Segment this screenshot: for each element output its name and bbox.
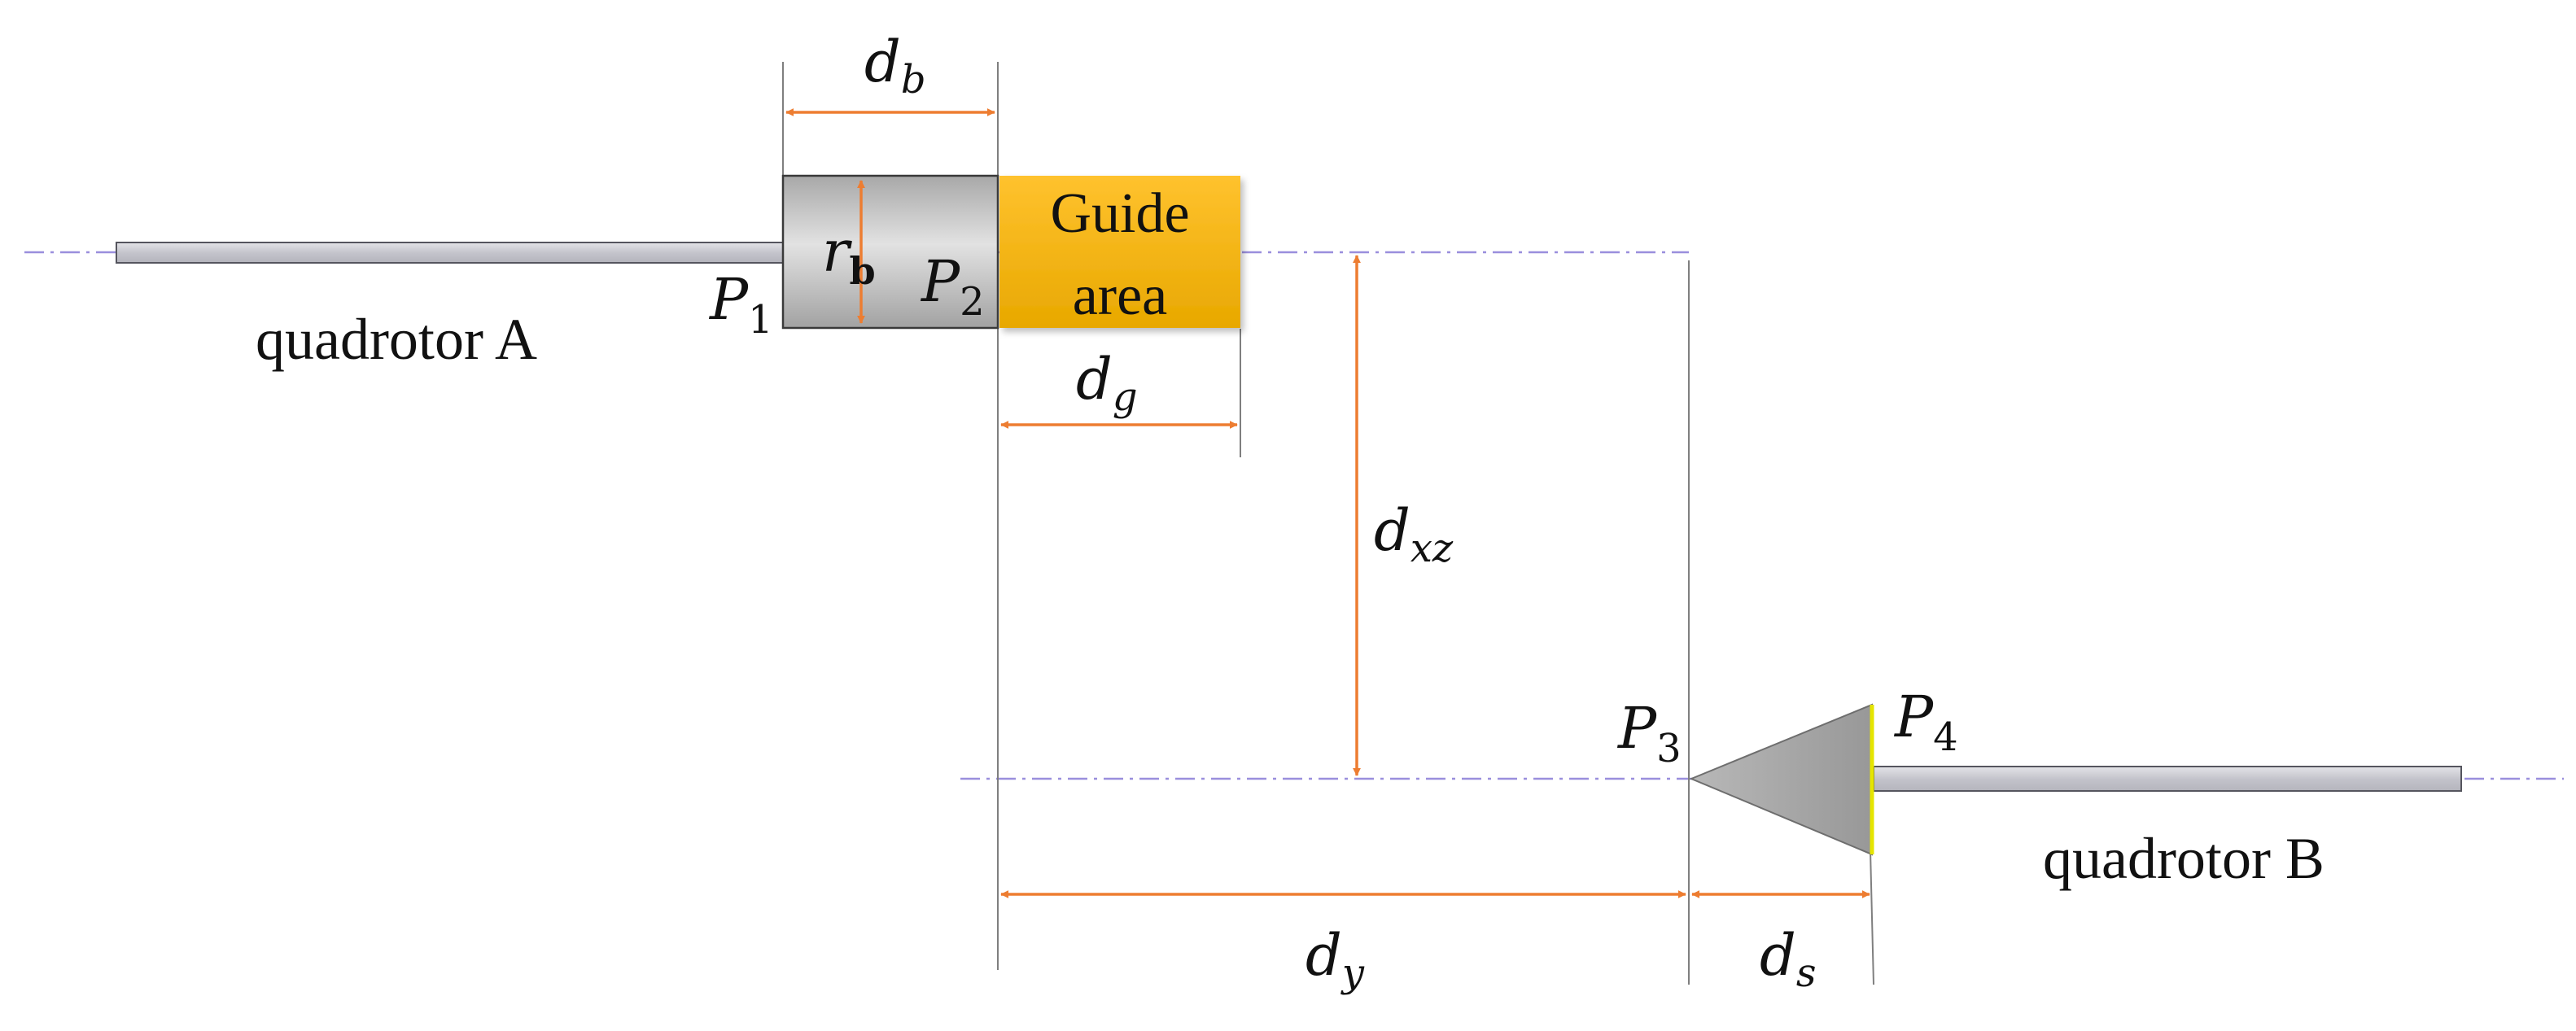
quadrotor-a-boom xyxy=(116,242,784,264)
probe-cone xyxy=(1689,703,1873,856)
label-p3: P3 xyxy=(1616,695,1682,771)
guide-area-label-line2: area xyxy=(1073,264,1168,327)
label-ds: ds xyxy=(1760,922,1816,996)
label-p2: P2 xyxy=(920,248,985,325)
label-quadrotor-a: quadrotor A xyxy=(256,307,537,372)
label-db: db xyxy=(864,28,926,103)
label-dg: dg xyxy=(1076,346,1138,420)
guide-area xyxy=(999,176,1240,328)
quadrotor-b-boom xyxy=(1873,766,2462,792)
drogue-body xyxy=(781,174,999,330)
label-p1: P1 xyxy=(708,266,773,343)
label-quadrotor-b: quadrotor B xyxy=(2043,826,2325,891)
label-p4: P4 xyxy=(1893,684,1958,760)
label-rb: rb xyxy=(822,218,876,293)
guide-area-label-line1: Guide xyxy=(1050,182,1189,245)
label-dxz: dxz xyxy=(1374,497,1454,571)
label-dy: dy xyxy=(1305,922,1365,996)
ext-line-p4 xyxy=(1870,850,1874,985)
